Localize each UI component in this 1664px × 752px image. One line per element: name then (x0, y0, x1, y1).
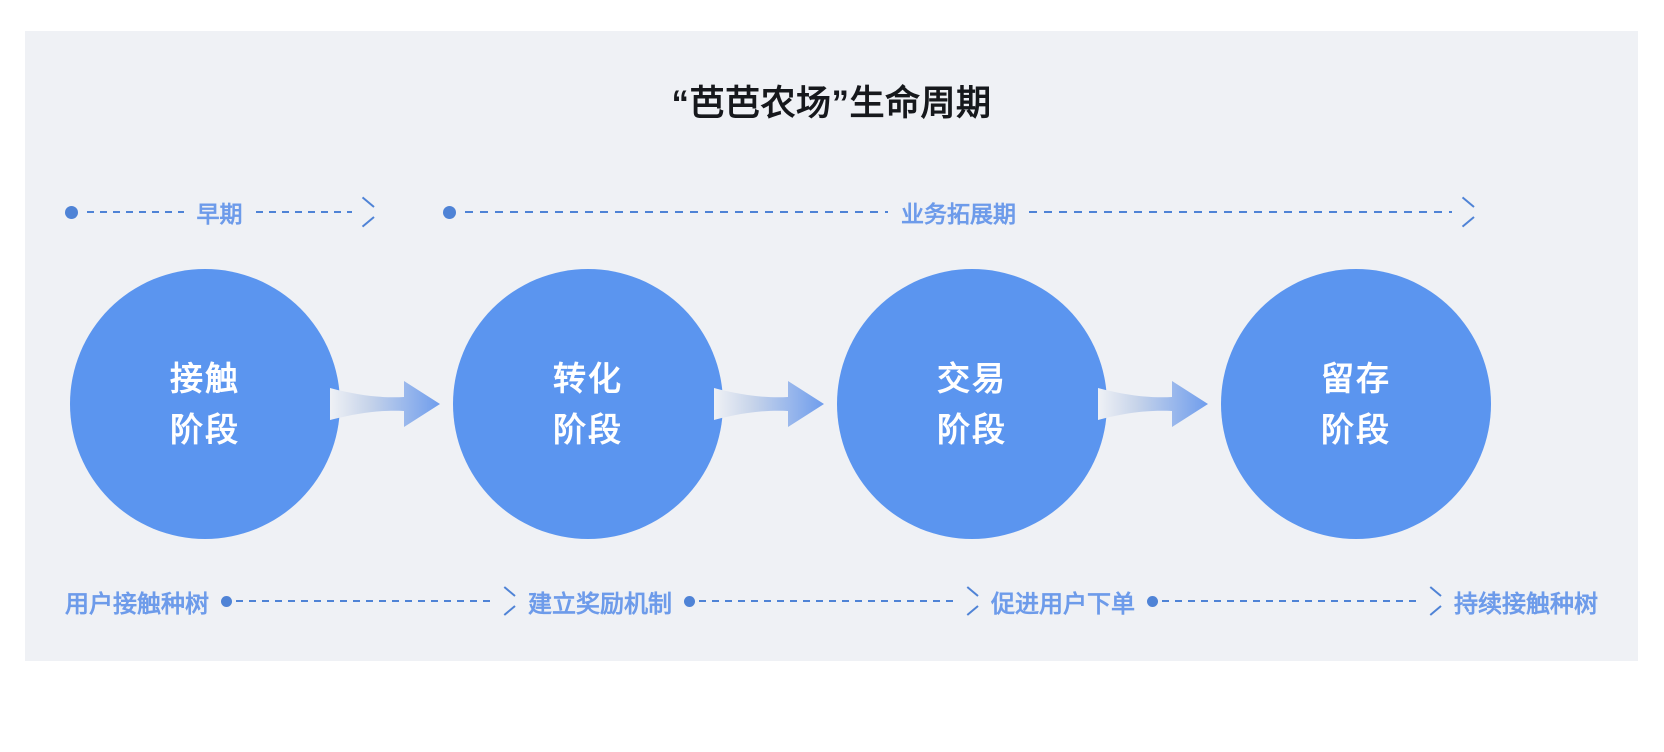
phase-timeline-early: 早期 (65, 194, 375, 230)
stage-label-line2: 阶段 (553, 411, 623, 448)
stage-label-line1: 留存 (1321, 359, 1391, 397)
page-title: “芭芭农场”生命周期 (671, 84, 992, 123)
arrow-conversion-to-transaction-icon (714, 381, 824, 427)
phase-timeline-business-expansion: 业务拓展期 (443, 194, 1475, 230)
action-dot-icon (684, 595, 695, 607)
phase-arrow-icon (359, 203, 375, 221)
phase-dashed-line (1029, 211, 1452, 213)
action-label-continuous-contact-planting: 持续接触种树 (1454, 590, 1598, 618)
stage-label-line2: 阶段 (937, 411, 1007, 448)
action-label-user-contact-planting: 用户接触种树 (65, 590, 209, 618)
stage-label-line2: 阶段 (1321, 411, 1391, 448)
action-dot-icon (221, 595, 232, 607)
action-dashed-line (699, 600, 958, 602)
action-connector (684, 591, 979, 611)
arrow-contact-to-conversion-icon (330, 381, 440, 427)
action-arrow-icon (1427, 593, 1442, 610)
action-arrow-icon (964, 593, 979, 610)
phase-dashed-line (255, 211, 352, 213)
phase-dashed-line (465, 211, 888, 213)
phase-label-business-expansion: 业务拓展期 (901, 201, 1016, 227)
stage-label-line2: 阶段 (170, 411, 240, 448)
action-dashed-line (236, 600, 495, 602)
phase-dashed-line (87, 211, 184, 213)
phase-arrow-icon (1459, 203, 1475, 221)
stage-circle-conversion[interactable]: 转化 阶段 (453, 269, 723, 539)
phase-start-dot-icon (443, 205, 456, 219)
stage-label-line1: 转化 (553, 359, 623, 397)
stage-circle-contact[interactable]: 接触 阶段 (70, 269, 340, 539)
phase-start-dot-icon (65, 205, 78, 219)
diagram-panel: “芭芭农场”生命周期 早期 业务拓展期 接触 阶段 (25, 31, 1638, 661)
stage-circle-group: 接触 阶段 转化 阶段 (25, 269, 1638, 549)
arrow-transaction-to-retention-icon (1098, 381, 1208, 427)
action-label-promote-user-orders: 促进用户下单 (991, 590, 1135, 618)
action-connector (1147, 591, 1442, 611)
stage-label-line1: 交易 (937, 359, 1007, 397)
stage-circle-transaction[interactable]: 交易 阶段 (837, 269, 1107, 539)
stage-label-line1: 接触 (170, 359, 240, 397)
action-connector (221, 591, 516, 611)
action-arrow-icon (501, 593, 516, 610)
action-label-establish-reward-mechanism: 建立奖励机制 (528, 590, 672, 618)
action-flow-row: 用户接触种树 建立奖励机制 促进用户下单 持续接触种树 (65, 579, 1598, 623)
action-dot-icon (1147, 595, 1158, 607)
stage-circle-retention[interactable]: 留存 阶段 (1221, 269, 1491, 539)
action-dashed-line (1162, 600, 1421, 602)
phase-label-early: 早期 (196, 201, 243, 227)
